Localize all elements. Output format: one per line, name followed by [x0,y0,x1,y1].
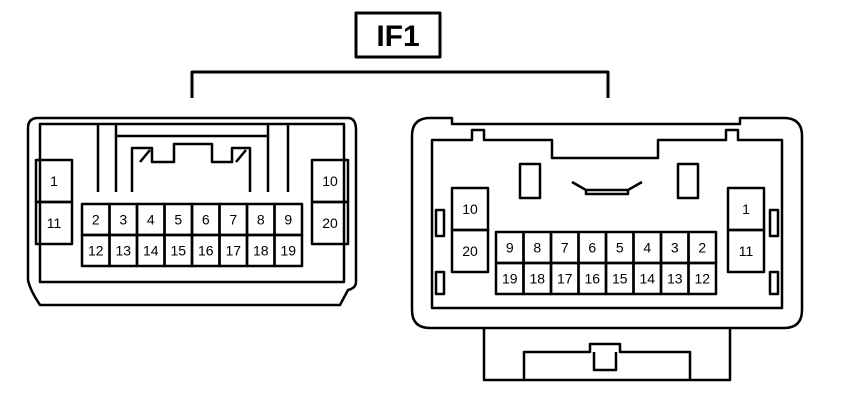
left-pin-grid: 2 3 4 5 6 7 8 9 12 13 14 15 16 17 18 19 [80,202,304,268]
title-label: IF1 [376,20,419,53]
pin-1-label: 1 [50,173,58,189]
right-side-slots [434,208,780,296]
left-latch-arrows [139,149,247,163]
pin-19-cell [273,233,304,268]
right-bottom-tab [482,328,732,382]
pin-11-label: 11 [739,243,754,259]
left-connector-inner-outline [38,122,346,284]
pin-4-label: 4 [643,240,651,256]
pin-14-label: 14 [639,271,655,287]
pin-3-label: 3 [671,240,679,256]
right-outer-right-pins: 111 [726,186,766,274]
pin-19-label: 19 [502,271,518,287]
pin-11-cell [726,228,766,274]
pin-20-label: 20 [322,215,338,231]
pin-11-cell [34,200,74,246]
pin-5-label: 5 [616,240,624,256]
right-outer-left-pins: 10 20 [450,186,490,274]
pin-20-label: 20 [462,243,478,259]
title-bracket [190,70,610,98]
pin-16-label: 16 [584,271,600,287]
title-box [354,11,442,59]
pin-6-label: 6 [588,240,596,256]
left-latch-frame [96,124,290,192]
pin-4-label: 4 [147,212,155,228]
pin-19-label: 19 [280,243,296,259]
pin-18-label: 18 [529,271,545,287]
pin-10-label: 10 [462,201,478,217]
right-latch-left [518,162,542,200]
right-latch-center [571,180,643,196]
left-connector-outline [26,116,358,307]
pin-17-label: 17 [225,243,241,259]
pin-7-label: 7 [561,240,569,256]
pin-2-label: 2 [92,212,100,228]
pin-12-cell [687,261,718,296]
pin-12-label: 12 [694,271,710,287]
pin-15-label: 15 [170,243,186,259]
pin-13-label: 13 [667,271,683,287]
pin-9-label: 9 [506,240,514,256]
pin-1-label: 1 [742,201,750,217]
pin-9-label: 9 [284,212,292,228]
pin-20-cell [310,200,350,246]
pin-13-label: 13 [115,243,131,259]
pin-14-label: 14 [143,243,159,259]
pin-7-label: 7 [229,212,237,228]
pin-8-label: 8 [257,212,265,228]
right-connector-outline [410,116,804,330]
pin-3-label: 3 [119,212,127,228]
right-pin-grid: 9 8 7 6 5 4 3 2 19 18 17 16 15 14 13 12 [494,230,718,296]
pin-20-cell [450,228,490,274]
pin-6-label: 6 [202,212,210,228]
left-latch-center [130,142,252,192]
pin-8-label: 8 [533,240,541,256]
pin-2-label: 2 [698,240,706,256]
pin-18-label: 18 [253,243,269,259]
left-outer-left-pins: 111 [34,158,74,246]
pin-11-label: 11 [47,215,62,231]
pin-5-label: 5 [174,212,182,228]
pin-10-label: 10 [322,173,338,189]
pin-17-label: 17 [557,271,573,287]
pin-12-label: 12 [88,243,104,259]
left-outer-right-pins: 10 20 [310,158,350,246]
pin-15-label: 15 [612,271,628,287]
right-latch-right [676,162,700,200]
pin-16-label: 16 [198,243,214,259]
right-connector-inner-outline [430,128,784,310]
